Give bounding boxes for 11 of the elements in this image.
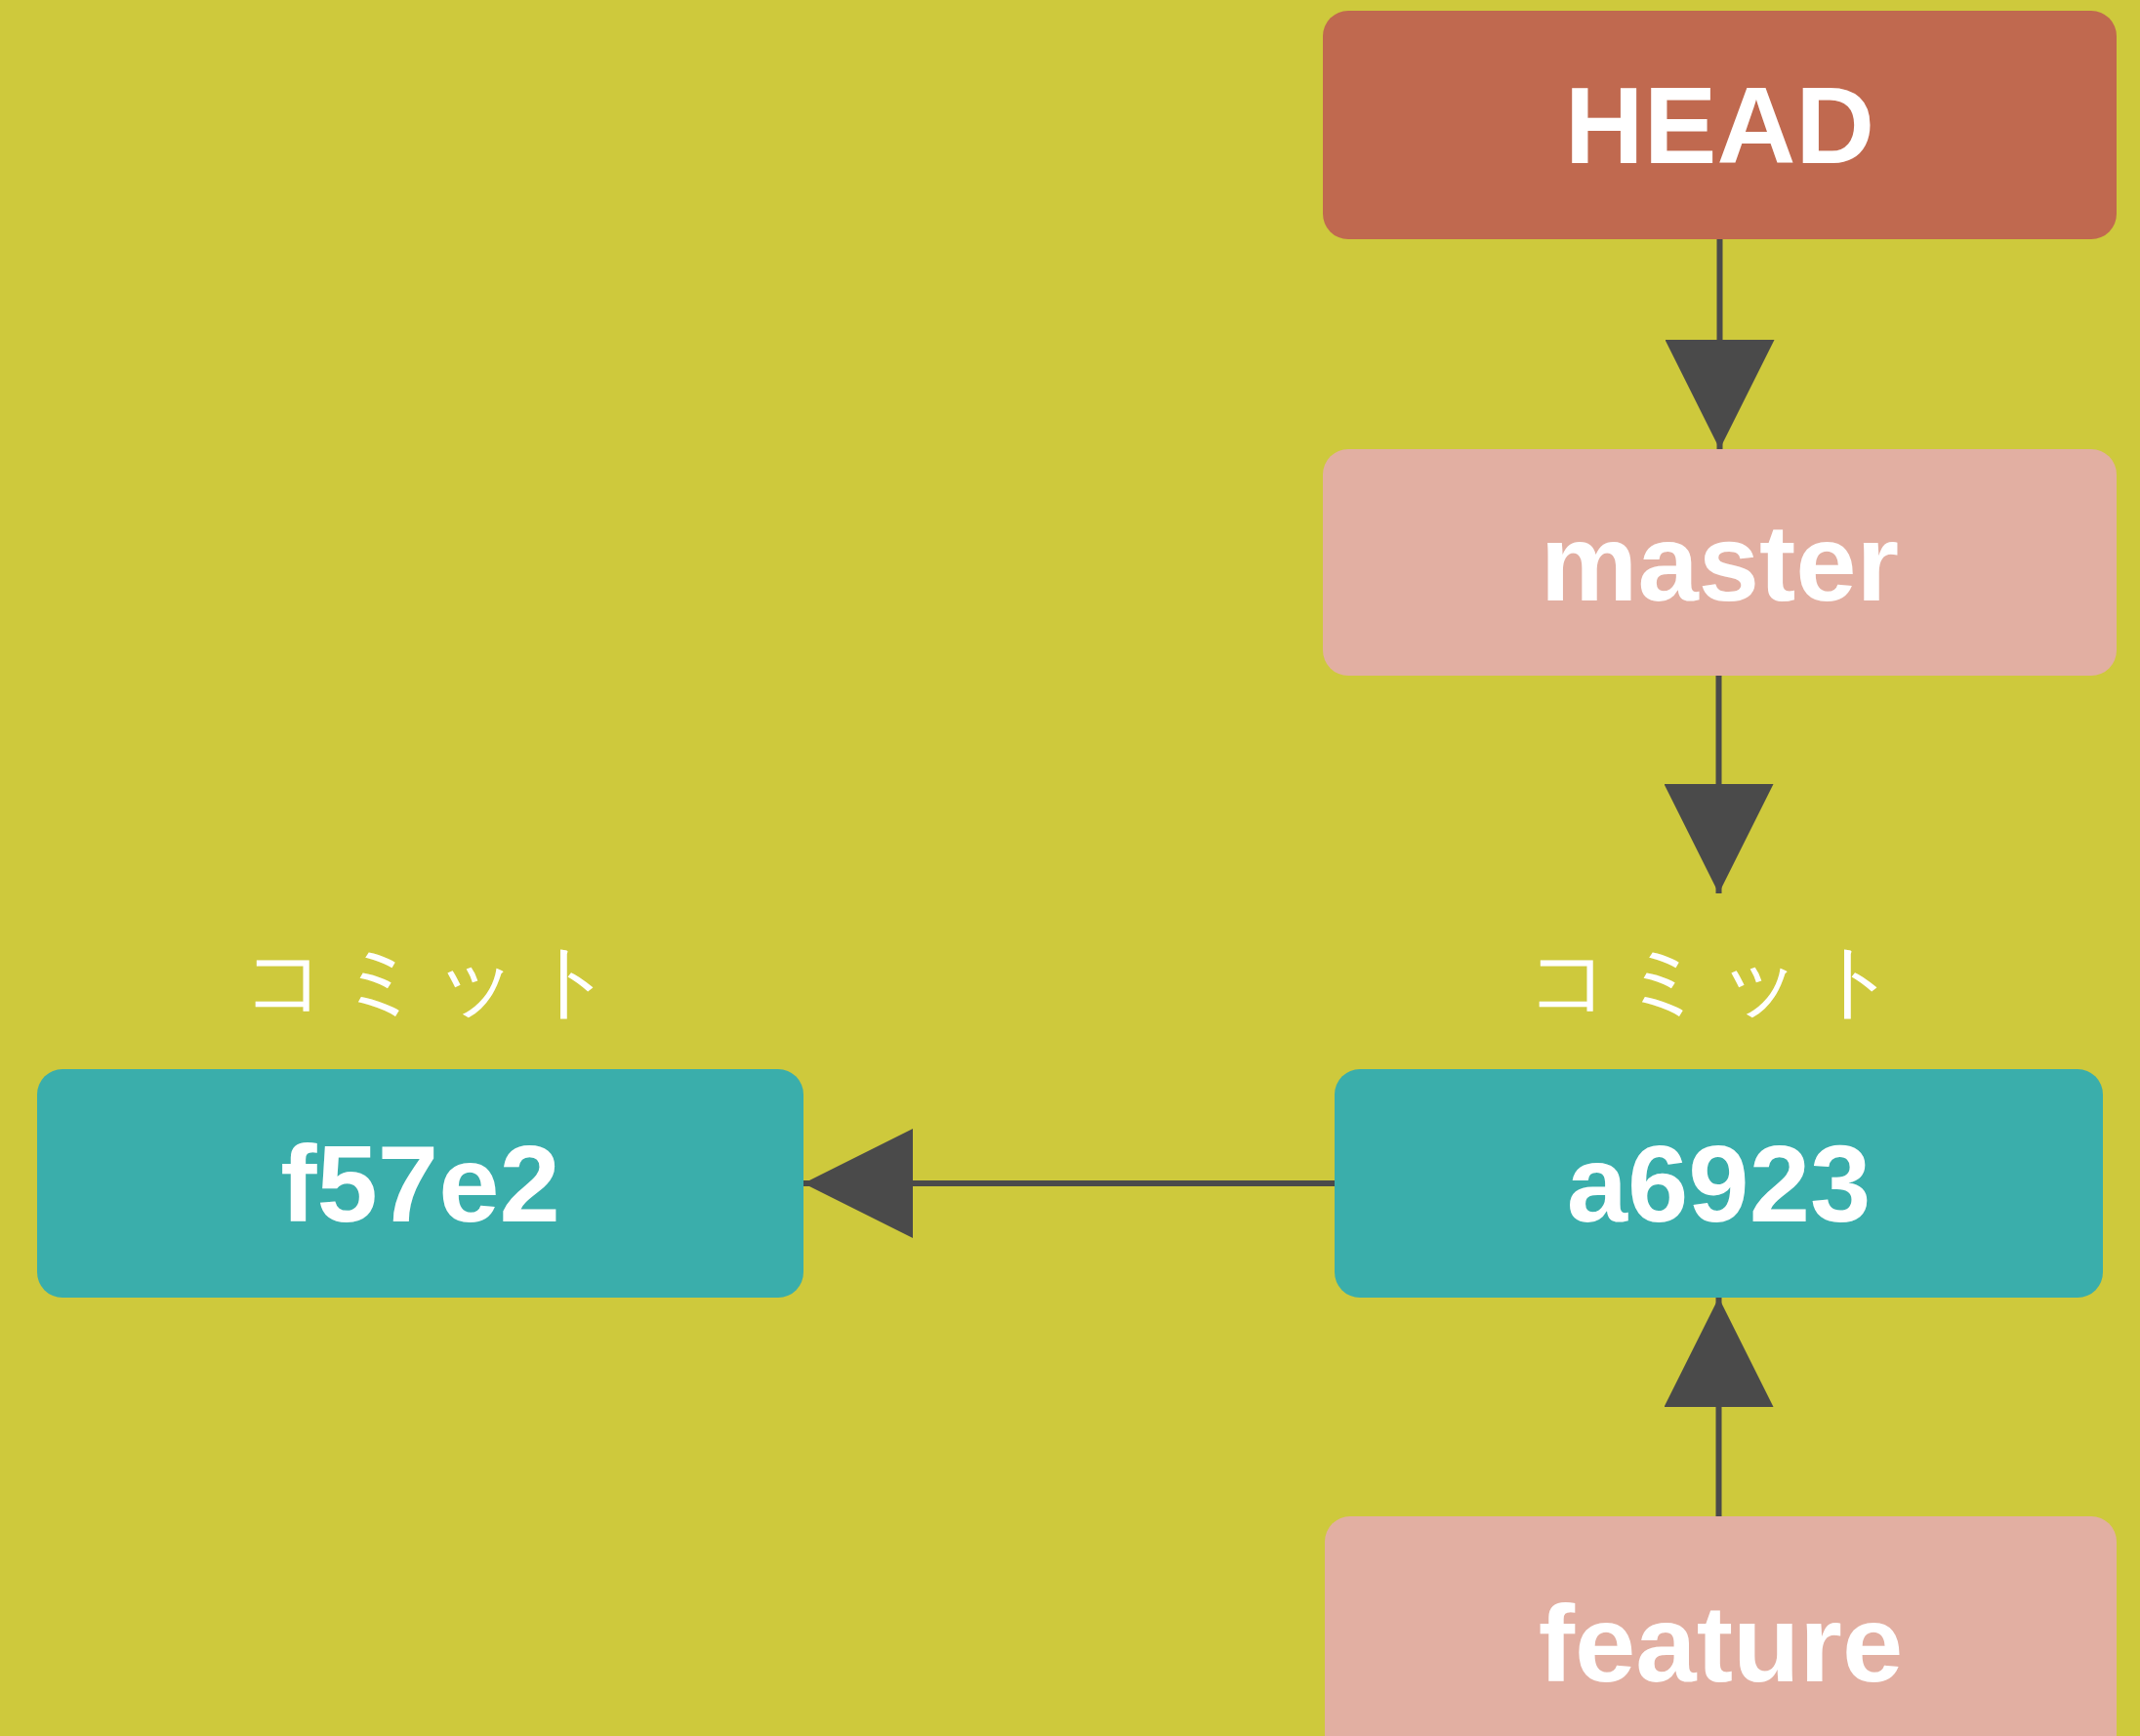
arrow bbox=[1664, 676, 1774, 893]
commit-caption: コミット bbox=[243, 933, 626, 1028]
branch-box: master bbox=[1323, 449, 2117, 676]
commit-box: a6923 bbox=[1335, 1069, 2103, 1298]
branch-box: feature bbox=[1325, 1516, 2117, 1736]
head-box: HEAD bbox=[1323, 11, 2117, 239]
commit-caption: コミット bbox=[1527, 933, 1910, 1028]
commit-box: f57e2 bbox=[37, 1069, 803, 1298]
arrow bbox=[1665, 239, 1775, 449]
arrow bbox=[1664, 1298, 1774, 1516]
arrow bbox=[803, 1129, 1335, 1238]
